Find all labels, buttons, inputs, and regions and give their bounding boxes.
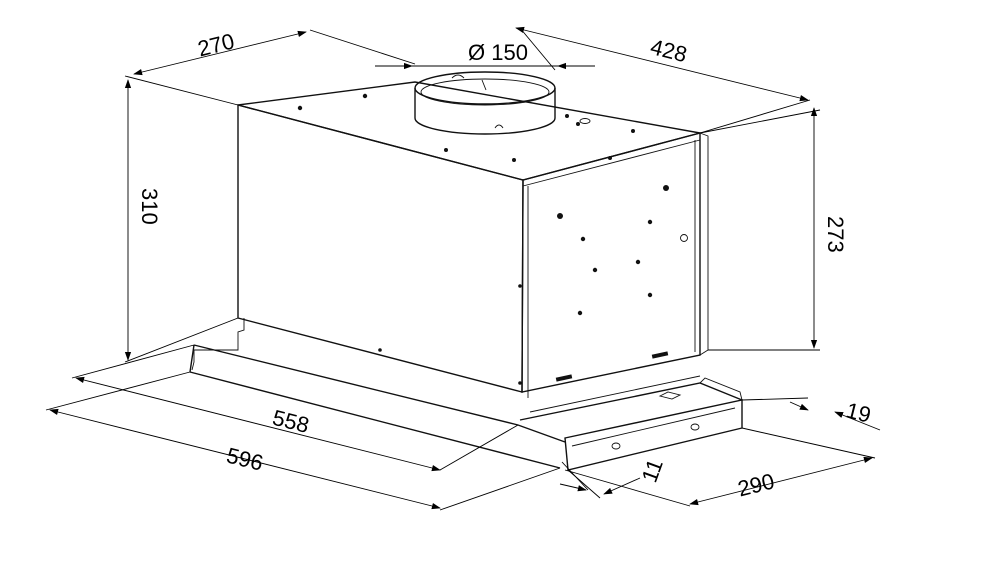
tray-left-edge <box>191 318 245 371</box>
vent-slot <box>651 351 669 359</box>
dim-line-front-lip <box>789 401 809 411</box>
bottom-tray <box>189 318 743 471</box>
tray-hole <box>611 442 621 450</box>
side-hole <box>592 267 598 273</box>
dimension-labels: 270 428 Ø 150 310 273 558 596 290 19 11 <box>137 28 874 501</box>
tray-lip-back <box>699 377 743 401</box>
hood-side-face <box>521 132 701 393</box>
side-hole <box>635 259 641 265</box>
tray-clip <box>658 391 682 400</box>
screw-hole <box>362 93 368 99</box>
label-front-lip: 19 <box>844 398 874 428</box>
tray-left-end <box>189 344 195 373</box>
dim-line-outer-width <box>49 408 441 510</box>
tray-hole <box>690 423 700 431</box>
dim-line-thickness-2 <box>603 477 641 495</box>
screw-hole <box>608 156 612 160</box>
label-top-depth: 270 <box>195 28 237 61</box>
screw-hole <box>631 129 635 133</box>
screw-hole <box>518 284 522 288</box>
label-duct-diameter: Ø 150 <box>468 40 528 65</box>
screw-hole <box>518 381 522 385</box>
side-hole <box>647 219 653 225</box>
damper-flap <box>451 74 504 129</box>
dim-line-side-depth <box>689 456 873 506</box>
vent-slot <box>555 374 573 382</box>
screw-hole <box>297 105 303 111</box>
side-hole <box>557 213 563 219</box>
duct-collar-inner <box>420 78 550 106</box>
dim-line-top-width <box>515 26 809 102</box>
dim-line-top-depth <box>133 30 307 76</box>
label-side-depth: 290 <box>735 468 777 501</box>
duct-collar-body <box>414 88 556 135</box>
side-hole <box>647 292 653 298</box>
label-outer-width: 596 <box>224 443 266 476</box>
side-hole <box>580 236 586 242</box>
dim-line-thickness <box>559 483 587 492</box>
side-rim-back <box>699 132 709 356</box>
mounting-holes <box>297 93 688 385</box>
screw-hole <box>444 148 448 152</box>
label-inner-width: 558 <box>270 405 312 438</box>
tray-lip-inner <box>571 407 736 447</box>
side-hole <box>680 234 688 242</box>
screw-hole <box>565 114 569 118</box>
screw-hole <box>378 348 382 352</box>
dim-line-front-lip-2 <box>834 411 881 431</box>
label-total-height: 310 <box>137 188 162 225</box>
screw-hole <box>579 118 591 124</box>
label-panel-thickness: 11 <box>637 456 668 486</box>
hood-body <box>237 81 709 398</box>
tray-front-top <box>193 344 566 443</box>
top-rim-line <box>522 139 701 187</box>
side-hole <box>663 185 669 191</box>
screw-hole <box>576 122 580 126</box>
screw-hole <box>512 158 516 162</box>
tray-inner-rail <box>529 375 701 413</box>
extension-lines <box>45 27 876 511</box>
side-hole <box>577 310 583 316</box>
dimension-lines <box>49 26 881 510</box>
label-body-height: 273 <box>823 216 848 253</box>
